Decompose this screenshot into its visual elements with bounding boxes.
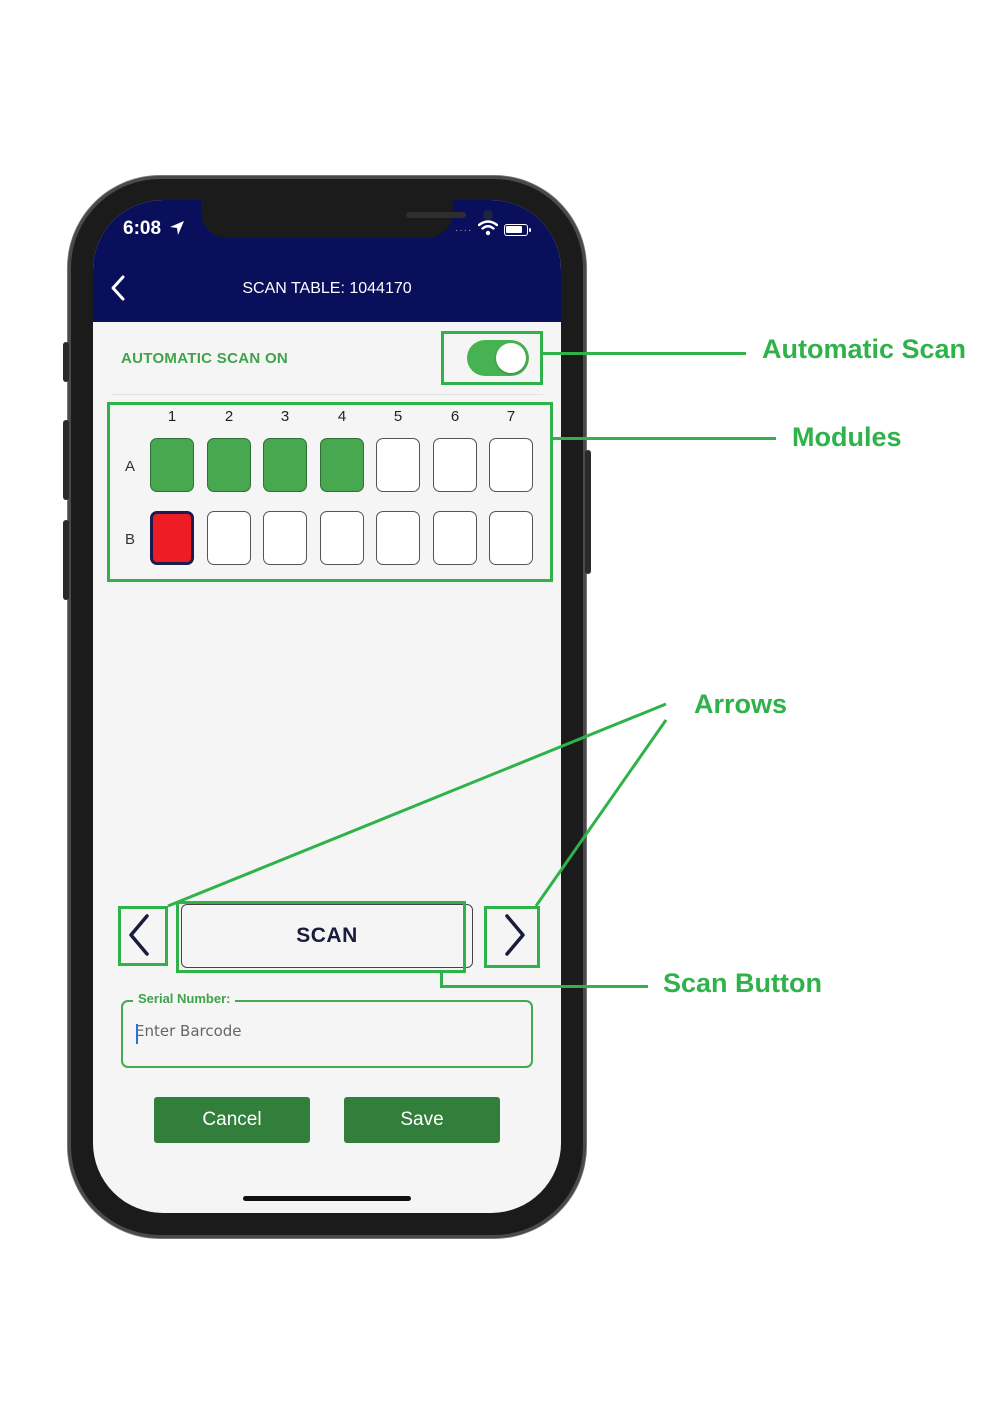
page-title: SCAN TABLE: 1044170 — [242, 280, 412, 297]
column-header-6: 6 — [450, 408, 460, 425]
next-arrow-highlight — [484, 906, 540, 968]
home-indicator — [243, 1196, 411, 1201]
barcode-input[interactable] — [135, 1022, 515, 1040]
scan-button-highlight — [176, 901, 466, 973]
module-cell[interactable] — [376, 511, 420, 565]
mute-switch — [63, 342, 69, 382]
module-cell[interactable] — [376, 438, 420, 492]
automatic-scan-label: AUTOMATIC SCAN ON — [121, 350, 289, 367]
module-cell[interactable] — [489, 438, 533, 492]
power-button — [585, 450, 591, 574]
automatic-scan-highlight — [441, 331, 543, 385]
save-button[interactable]: Save — [344, 1097, 500, 1143]
column-header-4: 4 — [337, 408, 347, 425]
cancel-button[interactable]: Cancel — [154, 1097, 310, 1143]
back-chevron-icon[interactable] — [107, 274, 131, 302]
previous-arrow-button[interactable] — [123, 910, 157, 960]
serial-number-label: Serial Number: — [133, 991, 236, 1006]
battery-icon — [504, 224, 532, 236]
text-caret — [136, 1024, 138, 1044]
column-header-3: 3 — [280, 408, 290, 425]
automatic-scan-toggle[interactable] — [467, 340, 529, 376]
modules-pointer — [553, 437, 776, 440]
volume-up-button — [63, 420, 69, 500]
scan-button-annotation: Scan Button — [663, 968, 822, 998]
app-screen: 6:08 ···· SCAN TABLE: 1044170 AUTOMATIC … — [93, 200, 561, 1213]
arrows-annotation: Arrows — [694, 689, 788, 719]
module-cell[interactable] — [150, 438, 194, 492]
row-label-b: B — [125, 531, 136, 548]
module-cell[interactable] — [320, 438, 364, 492]
column-header-1: 1 — [167, 408, 177, 425]
module-cell[interactable] — [433, 511, 477, 565]
column-header-7: 7 — [506, 408, 516, 425]
column-header-2: 2 — [224, 408, 234, 425]
module-cell[interactable] — [489, 511, 533, 565]
volume-down-button — [63, 520, 69, 600]
row-label-a: A — [125, 458, 136, 475]
wifi-icon — [478, 219, 499, 241]
status-icons: ···· — [455, 219, 532, 241]
module-cell[interactable] — [320, 511, 364, 565]
module-cell[interactable] — [207, 511, 251, 565]
signal-dots-icon: ···· — [455, 224, 473, 236]
next-arrow-button[interactable] — [497, 910, 531, 960]
modules-annotation: Modules — [792, 422, 902, 452]
divider — [111, 394, 543, 395]
scan-button-pointer-vertical — [440, 973, 443, 987]
scan-button-pointer — [440, 985, 648, 988]
speaker — [406, 212, 466, 218]
module-cell[interactable] — [207, 438, 251, 492]
module-cell[interactable] — [150, 511, 194, 565]
module-cell[interactable] — [433, 438, 477, 492]
automatic-scan-annotation: Automatic Scan — [762, 334, 967, 364]
front-camera — [483, 210, 493, 220]
module-cell[interactable] — [263, 438, 307, 492]
scan-button[interactable]: SCAN — [181, 904, 473, 968]
toggle-knob — [496, 343, 526, 373]
status-time: 6:08 — [123, 218, 162, 239]
previous-arrow-highlight — [118, 906, 168, 966]
serial-number-field: Serial Number: — [121, 991, 533, 1068]
location-arrow-icon — [169, 220, 185, 241]
automatic-scan-pointer — [543, 352, 746, 355]
column-header-5: 5 — [393, 408, 403, 425]
module-cell[interactable] — [263, 511, 307, 565]
notch — [201, 200, 493, 238]
modules-highlight — [107, 402, 553, 582]
